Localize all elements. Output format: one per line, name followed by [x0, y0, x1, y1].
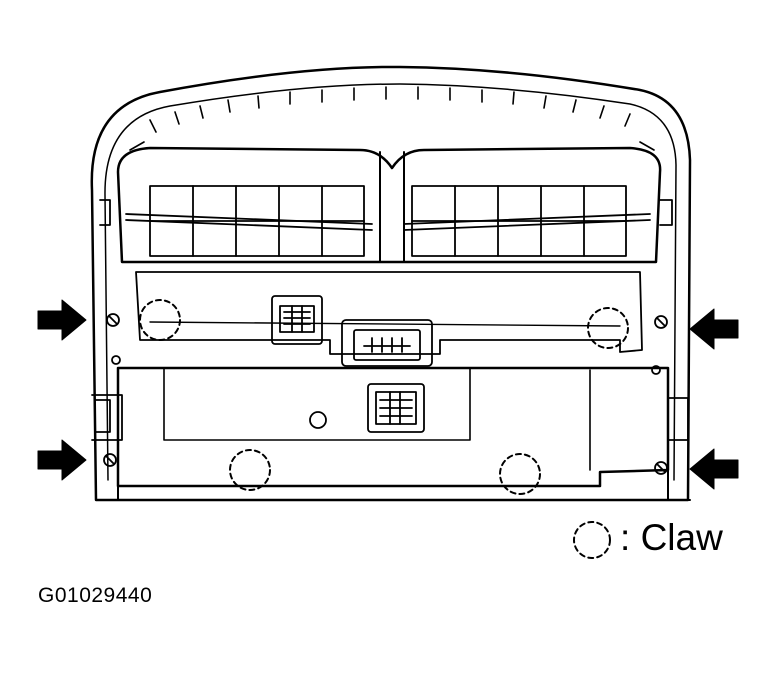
right-vent-louvers	[403, 185, 651, 257]
claw-marker-upper-left	[139, 299, 181, 341]
legend-label: : Claw	[620, 517, 723, 558]
middle-plate-edge	[149, 321, 621, 327]
claw-marker-lower-right	[499, 453, 541, 495]
middle-plate	[135, 271, 643, 355]
arrow-upper-left	[37, 299, 87, 341]
arrow-upper-right	[689, 308, 739, 350]
center-connector	[341, 319, 433, 367]
arrow-lower-left	[37, 439, 87, 481]
lower-panel-inner	[163, 367, 591, 471]
vent-divider	[379, 151, 405, 263]
panel-hole	[309, 411, 327, 429]
outer-housing	[90, 65, 692, 502]
inner-housing-rim	[104, 83, 677, 481]
bottom-rail	[95, 469, 691, 501]
screw-lower-left	[103, 453, 117, 467]
lower-connector	[367, 383, 425, 433]
vent-frame	[116, 146, 662, 264]
screw-upper-right	[654, 315, 668, 329]
arrows	[37, 299, 739, 490]
figure-id: G01029440	[38, 584, 153, 607]
claw-marker-lower-left	[229, 449, 271, 491]
upper-connector	[271, 295, 323, 345]
lower-panel	[116, 366, 670, 488]
claw-marker-upper-right	[587, 307, 629, 349]
screw-mid-left	[111, 355, 121, 365]
screw-upper-left	[106, 313, 120, 327]
legend-claw-text: Claw	[640, 517, 723, 558]
screw-mid-right	[651, 365, 661, 375]
left-vent-louvers	[125, 185, 373, 257]
screws	[103, 313, 668, 475]
claw-markers	[139, 299, 629, 495]
dashed-circle-claw-symbol	[573, 521, 611, 559]
arrow-lower-right	[689, 448, 739, 490]
top-rim-ribs	[129, 86, 655, 151]
side-brackets	[91, 199, 689, 441]
screw-lower-right	[654, 461, 668, 475]
